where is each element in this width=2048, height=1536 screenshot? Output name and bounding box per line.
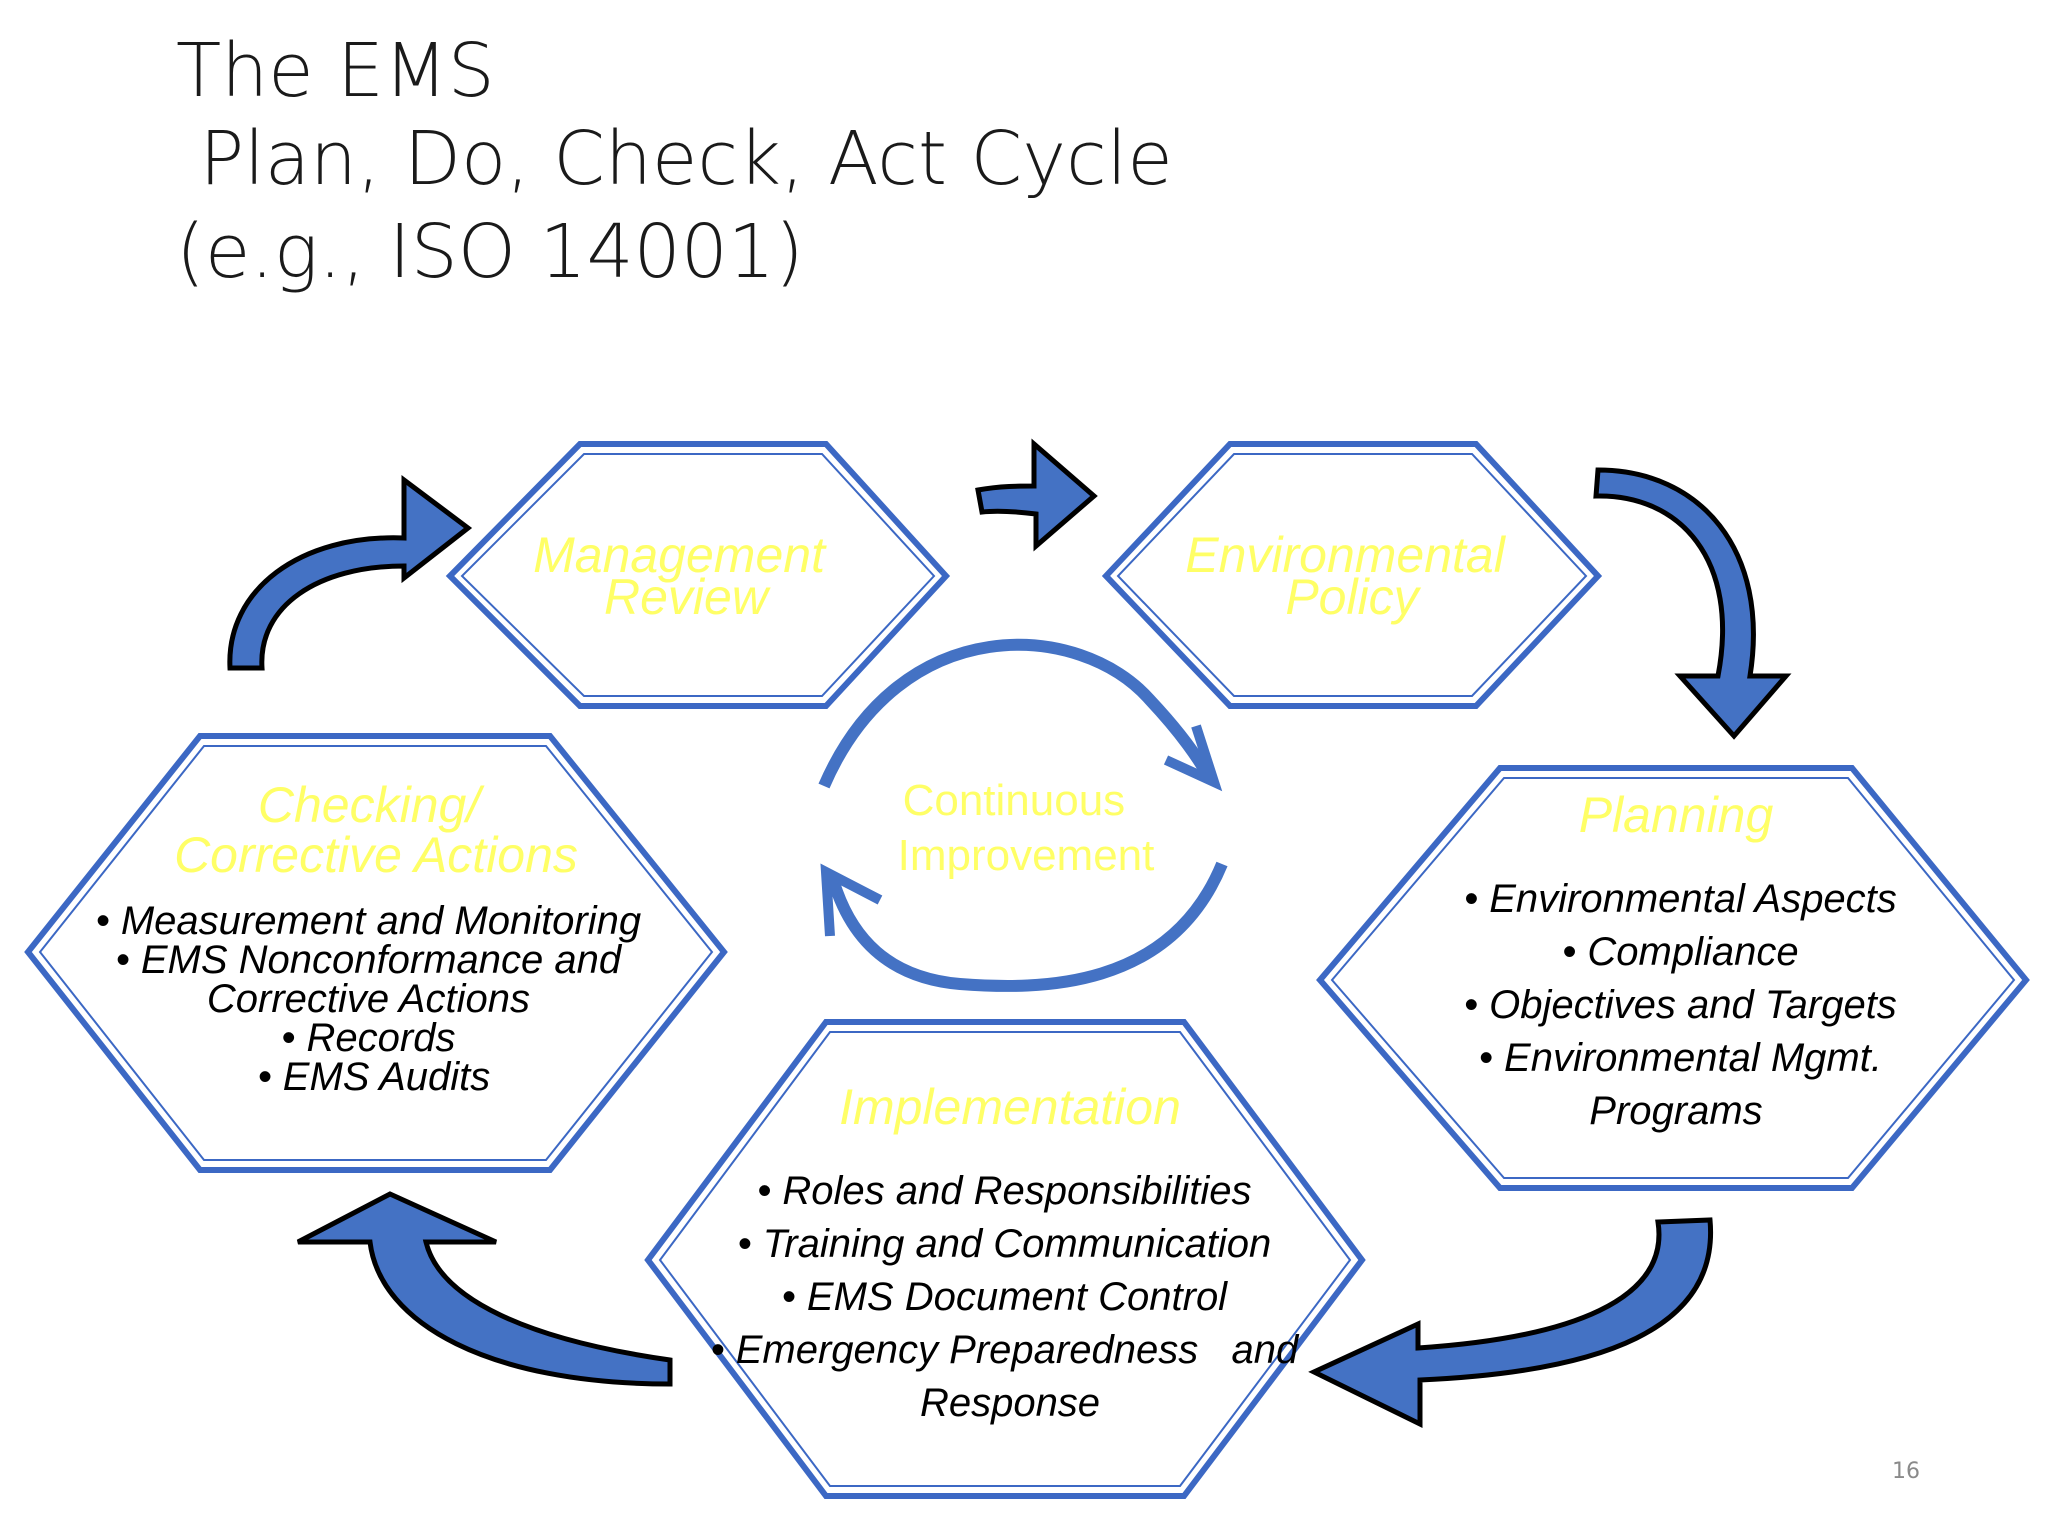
- cycle-arrowhead-bottom: [820, 863, 883, 937]
- checking-item: • EMS Nonconformance and: [116, 938, 623, 982]
- slide-title-line-1: The EMS: [176, 28, 495, 114]
- implementation-title: Implementation: [839, 1079, 1181, 1135]
- slide-title-line-2: Plan, Do, Check, Act Cycle: [176, 116, 1173, 202]
- implementation-item: • Emergency Preparedness and: [711, 1328, 1300, 1372]
- svg-text:Planning: Planning: [1579, 787, 1774, 843]
- implementation-item: • Roles and Responsibilities: [757, 1169, 1251, 1213]
- stage-implementation: Implementation • Roles and Responsibilit…: [644, 1019, 1366, 1499]
- planning-item: Programs: [1589, 1089, 1762, 1133]
- checking-item: • EMS Audits: [258, 1055, 491, 1099]
- svg-text:Continuous Improvement: Continuous Improvement: [898, 776, 1155, 880]
- svg-text:Environmental Policy: Environmental Policy: [1185, 527, 1519, 625]
- svg-text:Checking/ Corrective A: Checking/ Corrective Actions: [174, 777, 578, 883]
- arrow-checking-to-review: [227, 475, 473, 671]
- cycle-arrowhead-top: [1163, 724, 1223, 792]
- planning-title: Planning: [1579, 787, 1774, 843]
- stage-environmental-policy: Environmental Policy: [1101, 441, 1603, 709]
- checking-title-1: Checking/: [258, 777, 485, 833]
- environmental-policy-title-1: Environmental: [1185, 527, 1506, 583]
- arrow-review-to-policy: [975, 438, 1098, 552]
- slide-title-line-3: (e.g., ISO 14001): [176, 209, 804, 295]
- management-review-title-1: Management: [533, 527, 827, 583]
- svg-text:• Roles and Responsibilities: • Roles and Responsibilities • Training …: [711, 1169, 1310, 1425]
- center-label-line-2: Improvement: [898, 831, 1155, 880]
- implementation-item: • Training and Communication: [738, 1222, 1272, 1266]
- page-number: 16: [1892, 1459, 1920, 1484]
- stage-management-review: Management Review: [445, 441, 951, 709]
- checking-item: • Measurement and Monitoring: [96, 899, 641, 943]
- cycle-arc-bottom: [826, 861, 1228, 992]
- svg-text:• Measurement and Monitoring: • Measurement and Monitoring • EMS Nonco…: [96, 899, 653, 1099]
- arrow-planning-to-implementation: [1308, 1217, 1714, 1429]
- stage-planning: Planning • Environmental Aspects • Compl…: [1316, 765, 2030, 1191]
- svg-text:Implementation: Implementation: [839, 1079, 1181, 1135]
- center-label-line-1: Continuous: [903, 776, 1126, 825]
- svg-text:Management Review: Management Review: [533, 527, 839, 625]
- checking-item: • Records: [281, 1016, 455, 1060]
- checking-title-2: Corrective Actions: [174, 827, 578, 883]
- checking-item: Corrective Actions: [207, 977, 530, 1021]
- planning-item: • Compliance: [1562, 930, 1798, 974]
- management-review-title-2: Review: [604, 569, 771, 625]
- planning-item: • Objectives and Targets: [1464, 983, 1897, 1027]
- arrow-policy-to-planning: [1593, 467, 1792, 740]
- stage-checking-corrective-actions: Checking/ Corrective Actions • Measureme…: [24, 733, 728, 1173]
- environmental-policy-title-2: Policy: [1285, 569, 1421, 625]
- planning-item: • Environmental Mgmt.: [1479, 1036, 1882, 1080]
- arrow-implementation-to-checking: [296, 1191, 673, 1387]
- implementation-item: Response: [920, 1381, 1100, 1425]
- implementation-item: • EMS Document Control: [782, 1275, 1228, 1319]
- continuous-improvement-cycle: Continuous Improvement: [818, 638, 1228, 992]
- svg-text:• Environmental Aspects: • Environmental Aspects • Compliance • O…: [1464, 877, 1908, 1133]
- cycle-arc-top: [818, 638, 1216, 789]
- planning-item: • Environmental Aspects: [1464, 877, 1897, 921]
